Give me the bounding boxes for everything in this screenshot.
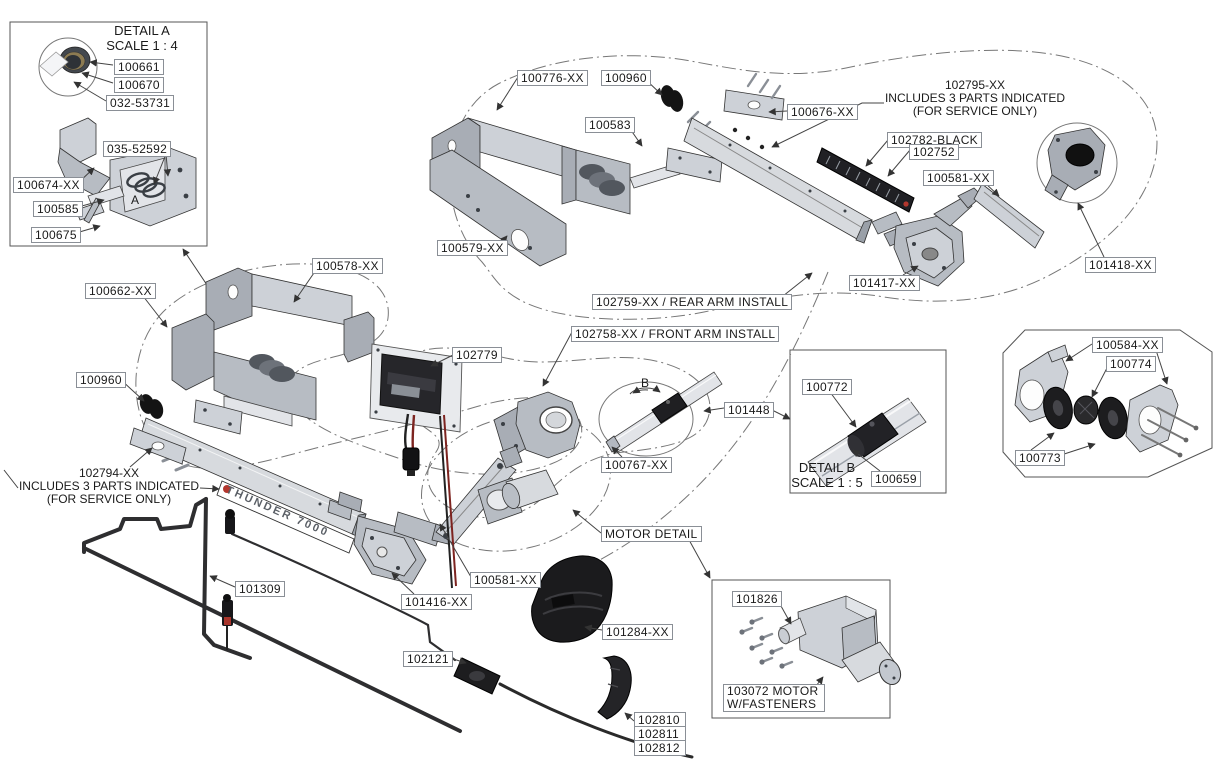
coupler-group <box>1002 329 1213 478</box>
detail-a-title-text: DETAIL A <box>114 23 170 38</box>
part-label-101416: 101416-XX <box>401 594 472 610</box>
controller-module <box>369 343 463 589</box>
detail-a-frame <box>9 21 208 247</box>
part-label-100583: 100583 <box>585 117 635 133</box>
part-label-102811: 102811 <box>634 726 686 742</box>
part-label-100584: 100584-XX <box>1092 337 1163 353</box>
part-label-100776: 100776-XX <box>517 70 588 86</box>
detail-b-scale-text: SCALE 1 : 5 <box>791 475 863 490</box>
part-label-101448: 101448 <box>724 402 774 418</box>
part-label-100675: 100675 <box>31 227 81 243</box>
motor-caption-line1: 103072 MOTOR <box>727 684 819 698</box>
service-kit-102794-line2: INCLUDES 3 PARTS INDICATED <box>18 479 200 493</box>
part-label-100767: 100767-XX <box>601 457 672 473</box>
service-kit-102795-line3: (FOR SERVICE ONLY) <box>912 104 1038 118</box>
part-label-101418: 101418-XX <box>1085 257 1156 273</box>
front-arm-install-label: 102758-XX / FRONT ARM INSTALL <box>571 326 780 342</box>
rear-arm-frame-top <box>429 72 785 267</box>
front-arm-install-group <box>327 391 581 585</box>
part-label-100659: 100659 <box>871 471 921 487</box>
motor-cover <box>531 555 632 720</box>
part-label-100581-bottom: 100581-XX <box>470 572 541 588</box>
part-label-100579: 100579-XX <box>437 240 508 256</box>
section-marker-b: B <box>641 376 650 390</box>
part-label-101284: 101284-XX <box>602 624 673 640</box>
part-label-100581-top: 100581-XX <box>923 170 994 186</box>
leader-lines <box>3 76 1169 722</box>
section-marker-a: A <box>131 193 140 207</box>
part-label-101309: 101309 <box>235 581 285 597</box>
motor-caption: 103072 MOTOR W/FASTENERS <box>723 684 825 712</box>
part-label-032-53731: 032-53731 <box>106 95 175 111</box>
detail-a-view <box>38 37 226 313</box>
part-label-102812: 102812 <box>634 740 686 756</box>
part-label-102752: 102752 <box>909 144 959 160</box>
part-label-100578: 100578-XX <box>312 258 383 274</box>
detail-a-scale-text: SCALE 1 : 4 <box>106 38 178 53</box>
part-label-101417: 101417-XX <box>849 275 920 291</box>
detail-b-title: DETAIL B SCALE 1 : 5 <box>788 460 866 490</box>
part-label-100674: 100674-XX <box>13 177 84 193</box>
detail-b-title-text: DETAIL B <box>798 460 856 475</box>
detail-a-title: DETAIL A SCALE 1 : 4 <box>100 23 184 53</box>
part-label-100960-top: 100960 <box>601 70 651 86</box>
motor-detail-view <box>739 595 902 686</box>
part-label-035-52592: 035-52592 <box>103 141 172 157</box>
motor-detail-label: MOTOR DETAIL <box>601 526 702 542</box>
part-label-100773: 100773 <box>1015 450 1065 466</box>
service-kit-102794: 102794-XX INCLUDES 3 PARTS INDICATED (FO… <box>16 467 202 506</box>
part-label-100774: 100774 <box>1106 356 1156 372</box>
detail-b-frame <box>789 349 947 494</box>
rear-arm-install-label: 102759-XX / REAR ARM INSTALL <box>592 294 793 310</box>
part-label-101826: 101826 <box>732 591 782 607</box>
rear-pivot-bracket <box>871 122 1118 287</box>
detail-b-view <box>807 397 927 487</box>
upper-rail-assembly <box>683 117 915 244</box>
service-kit-102794-line3: (FOR SERVICE ONLY) <box>46 492 172 506</box>
motor-caption-line2: W/FASTENERS <box>727 697 817 711</box>
rear-arm-frame-left <box>148 267 375 472</box>
motor-detail-frame <box>711 579 891 719</box>
drive-shaft <box>598 371 723 457</box>
part-label-100662: 100662-XX <box>85 283 156 299</box>
service-kit-102795-line2: INCLUDES 3 PARTS INDICATED <box>884 91 1066 105</box>
service-kit-102795: 102795-XX INCLUDES 3 PARTS INDICATED (FO… <box>884 79 1066 118</box>
part-label-100676: 100676-XX <box>787 104 858 120</box>
part-label-102779: 102779 <box>452 347 502 363</box>
service-kit-102795-part: 102795-XX <box>944 78 1006 92</box>
part-label-100585: 100585 <box>33 201 83 217</box>
part-label-100670: 100670 <box>114 77 164 93</box>
part-label-100960-left: 100960 <box>76 372 126 388</box>
part-label-100772: 100772 <box>802 379 852 395</box>
part-label-100661: 100661 <box>114 59 164 75</box>
part-label-102121: 102121 <box>403 651 453 667</box>
service-kit-102794-part: 102794-XX <box>78 466 140 480</box>
